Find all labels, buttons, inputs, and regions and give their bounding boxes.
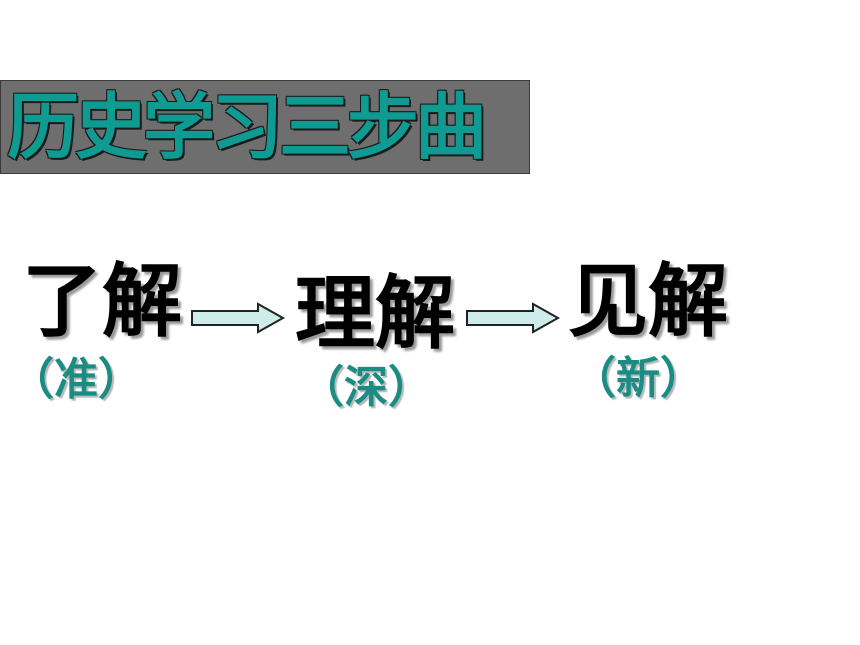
title-banner: 历史学习三步曲 [0, 80, 530, 174]
right-arrow-icon [466, 302, 561, 334]
step-understand: 了解 [22, 255, 182, 348]
step-understand-note: （准） [10, 354, 142, 405]
step-comprehend-note: （深） [300, 362, 432, 413]
step-insight: 见解 [568, 255, 728, 348]
step-insight-note: （新） [572, 353, 704, 404]
right-arrow-icon [191, 302, 286, 334]
step-comprehend: 理解 [295, 267, 455, 360]
slide-title: 历史学习三步曲 [7, 85, 487, 169]
